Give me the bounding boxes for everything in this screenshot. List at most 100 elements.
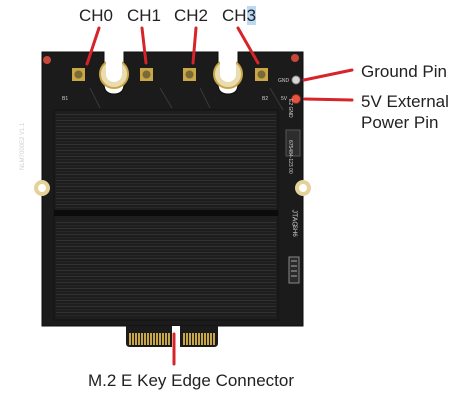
arrow-power xyxy=(303,97,354,102)
ground-pin-pad xyxy=(291,75,301,85)
gold-finger xyxy=(213,333,215,345)
ufl-connector-ch0 xyxy=(72,68,85,81)
ufl-connector-ch2 xyxy=(183,68,196,81)
arrow-ground xyxy=(302,68,354,82)
heatsink-fin xyxy=(56,246,276,250)
gold-finger xyxy=(210,333,212,345)
smd-component xyxy=(285,129,301,157)
gold-finger xyxy=(189,333,191,345)
heatsink-fin xyxy=(56,192,276,196)
heatsink-fin xyxy=(56,180,276,184)
gold-finger xyxy=(132,333,134,345)
gold-finger xyxy=(165,333,167,345)
heatsink-fin xyxy=(56,126,276,130)
gold-finger xyxy=(198,333,200,345)
heatsink-fin xyxy=(56,294,276,298)
silk-sh6: SH6 xyxy=(291,225,297,237)
silk-left: NLM7000E2 V1.1 xyxy=(20,122,26,170)
gold-finger xyxy=(201,333,203,345)
gold-finger xyxy=(207,333,209,345)
gold-finger xyxy=(150,333,152,345)
label-ch1: CH1 xyxy=(127,6,162,25)
label-ch2: CH2 xyxy=(174,6,209,25)
antenna-slot-left xyxy=(99,50,129,89)
gold-finger xyxy=(186,333,188,345)
heatsink-fin xyxy=(56,174,276,178)
label-ground-pin: Ground Pin xyxy=(361,62,447,81)
gold-finger xyxy=(135,333,137,345)
heatsink-fin xyxy=(56,138,276,142)
silk-b2: B2 xyxy=(262,96,269,102)
label-edge-connector: M.2 E Key Edge Connector xyxy=(88,371,295,390)
heatsink-fin xyxy=(56,150,276,154)
label-power-line2: Power Pin xyxy=(361,113,439,132)
label-ch0: CH0 xyxy=(79,6,114,25)
heatsink-fin xyxy=(56,276,276,280)
heatsink-fin xyxy=(56,162,276,166)
heatsink-fin xyxy=(56,282,276,286)
silk-b1: B1 xyxy=(62,96,69,102)
label-ch3: CH3 xyxy=(222,6,257,26)
silk-right-top: E2 GND xyxy=(287,99,293,118)
heatsink-fin xyxy=(56,156,276,160)
heatsink-fin xyxy=(56,300,276,304)
silk-pwr: 5V xyxy=(281,96,288,102)
silk-right-mid: 675484-123 00 xyxy=(287,140,293,174)
arrow-ch0 xyxy=(85,26,101,66)
heatsink-fin xyxy=(56,234,276,238)
heatsink-fin xyxy=(56,228,276,232)
mount-hole-tl xyxy=(43,56,51,64)
gold-finger xyxy=(153,333,155,345)
arrow-ch3 xyxy=(236,26,260,65)
mount-hole-tr xyxy=(291,54,299,62)
silk-gnd: GND xyxy=(278,78,290,84)
label-ch3-selected: 3 xyxy=(246,6,257,25)
heatsink-fin xyxy=(56,306,276,310)
ufl-connector-ch1 xyxy=(140,68,153,81)
mount-notch-right xyxy=(295,180,311,196)
m2-edge-connector xyxy=(126,326,218,347)
gold-finger xyxy=(195,333,197,345)
heatsink-fin xyxy=(56,198,276,202)
gold-finger xyxy=(144,333,146,345)
heatsink-fin xyxy=(56,264,276,268)
heatsink-fin xyxy=(56,114,276,118)
mount-notch-left xyxy=(34,180,50,196)
heatsink-fin xyxy=(56,240,276,244)
heatsink-fin xyxy=(56,258,276,262)
gold-finger xyxy=(168,333,170,345)
heatsink-fin xyxy=(56,270,276,274)
heatsink-fin xyxy=(56,252,276,256)
heatsink-fin xyxy=(56,168,276,172)
heatsink-fin xyxy=(56,288,276,292)
gold-finger xyxy=(204,333,206,345)
gold-finger xyxy=(138,333,140,345)
power-pin-pad xyxy=(291,94,301,104)
heatsink-fin xyxy=(56,204,276,208)
label-power-line1: 5V External xyxy=(361,92,449,111)
antenna-slot-right xyxy=(213,50,243,89)
heatsink-fin xyxy=(56,186,276,190)
heatsink-fin xyxy=(56,120,276,124)
ufl-connector-ch3 xyxy=(255,68,268,81)
gold-finger xyxy=(192,333,194,345)
gold-finger xyxy=(183,333,185,345)
gold-finger xyxy=(162,333,164,345)
arrow-ch1 xyxy=(140,26,148,65)
heatsink-fin xyxy=(56,144,276,148)
pcb-traces xyxy=(89,87,284,111)
heatsink-fin xyxy=(56,132,276,136)
callout-arrows xyxy=(85,26,354,366)
jtag-connector xyxy=(288,256,300,284)
gold-finger xyxy=(129,333,131,345)
heatsink xyxy=(53,109,279,321)
label-ch3-prefix: CH xyxy=(222,6,247,25)
arrow-ch2 xyxy=(191,26,198,65)
gold-finger xyxy=(147,333,149,345)
gold-finger xyxy=(159,333,161,345)
gold-finger xyxy=(141,333,143,345)
heatsink-fin xyxy=(56,222,276,226)
gold-finger xyxy=(156,333,158,345)
